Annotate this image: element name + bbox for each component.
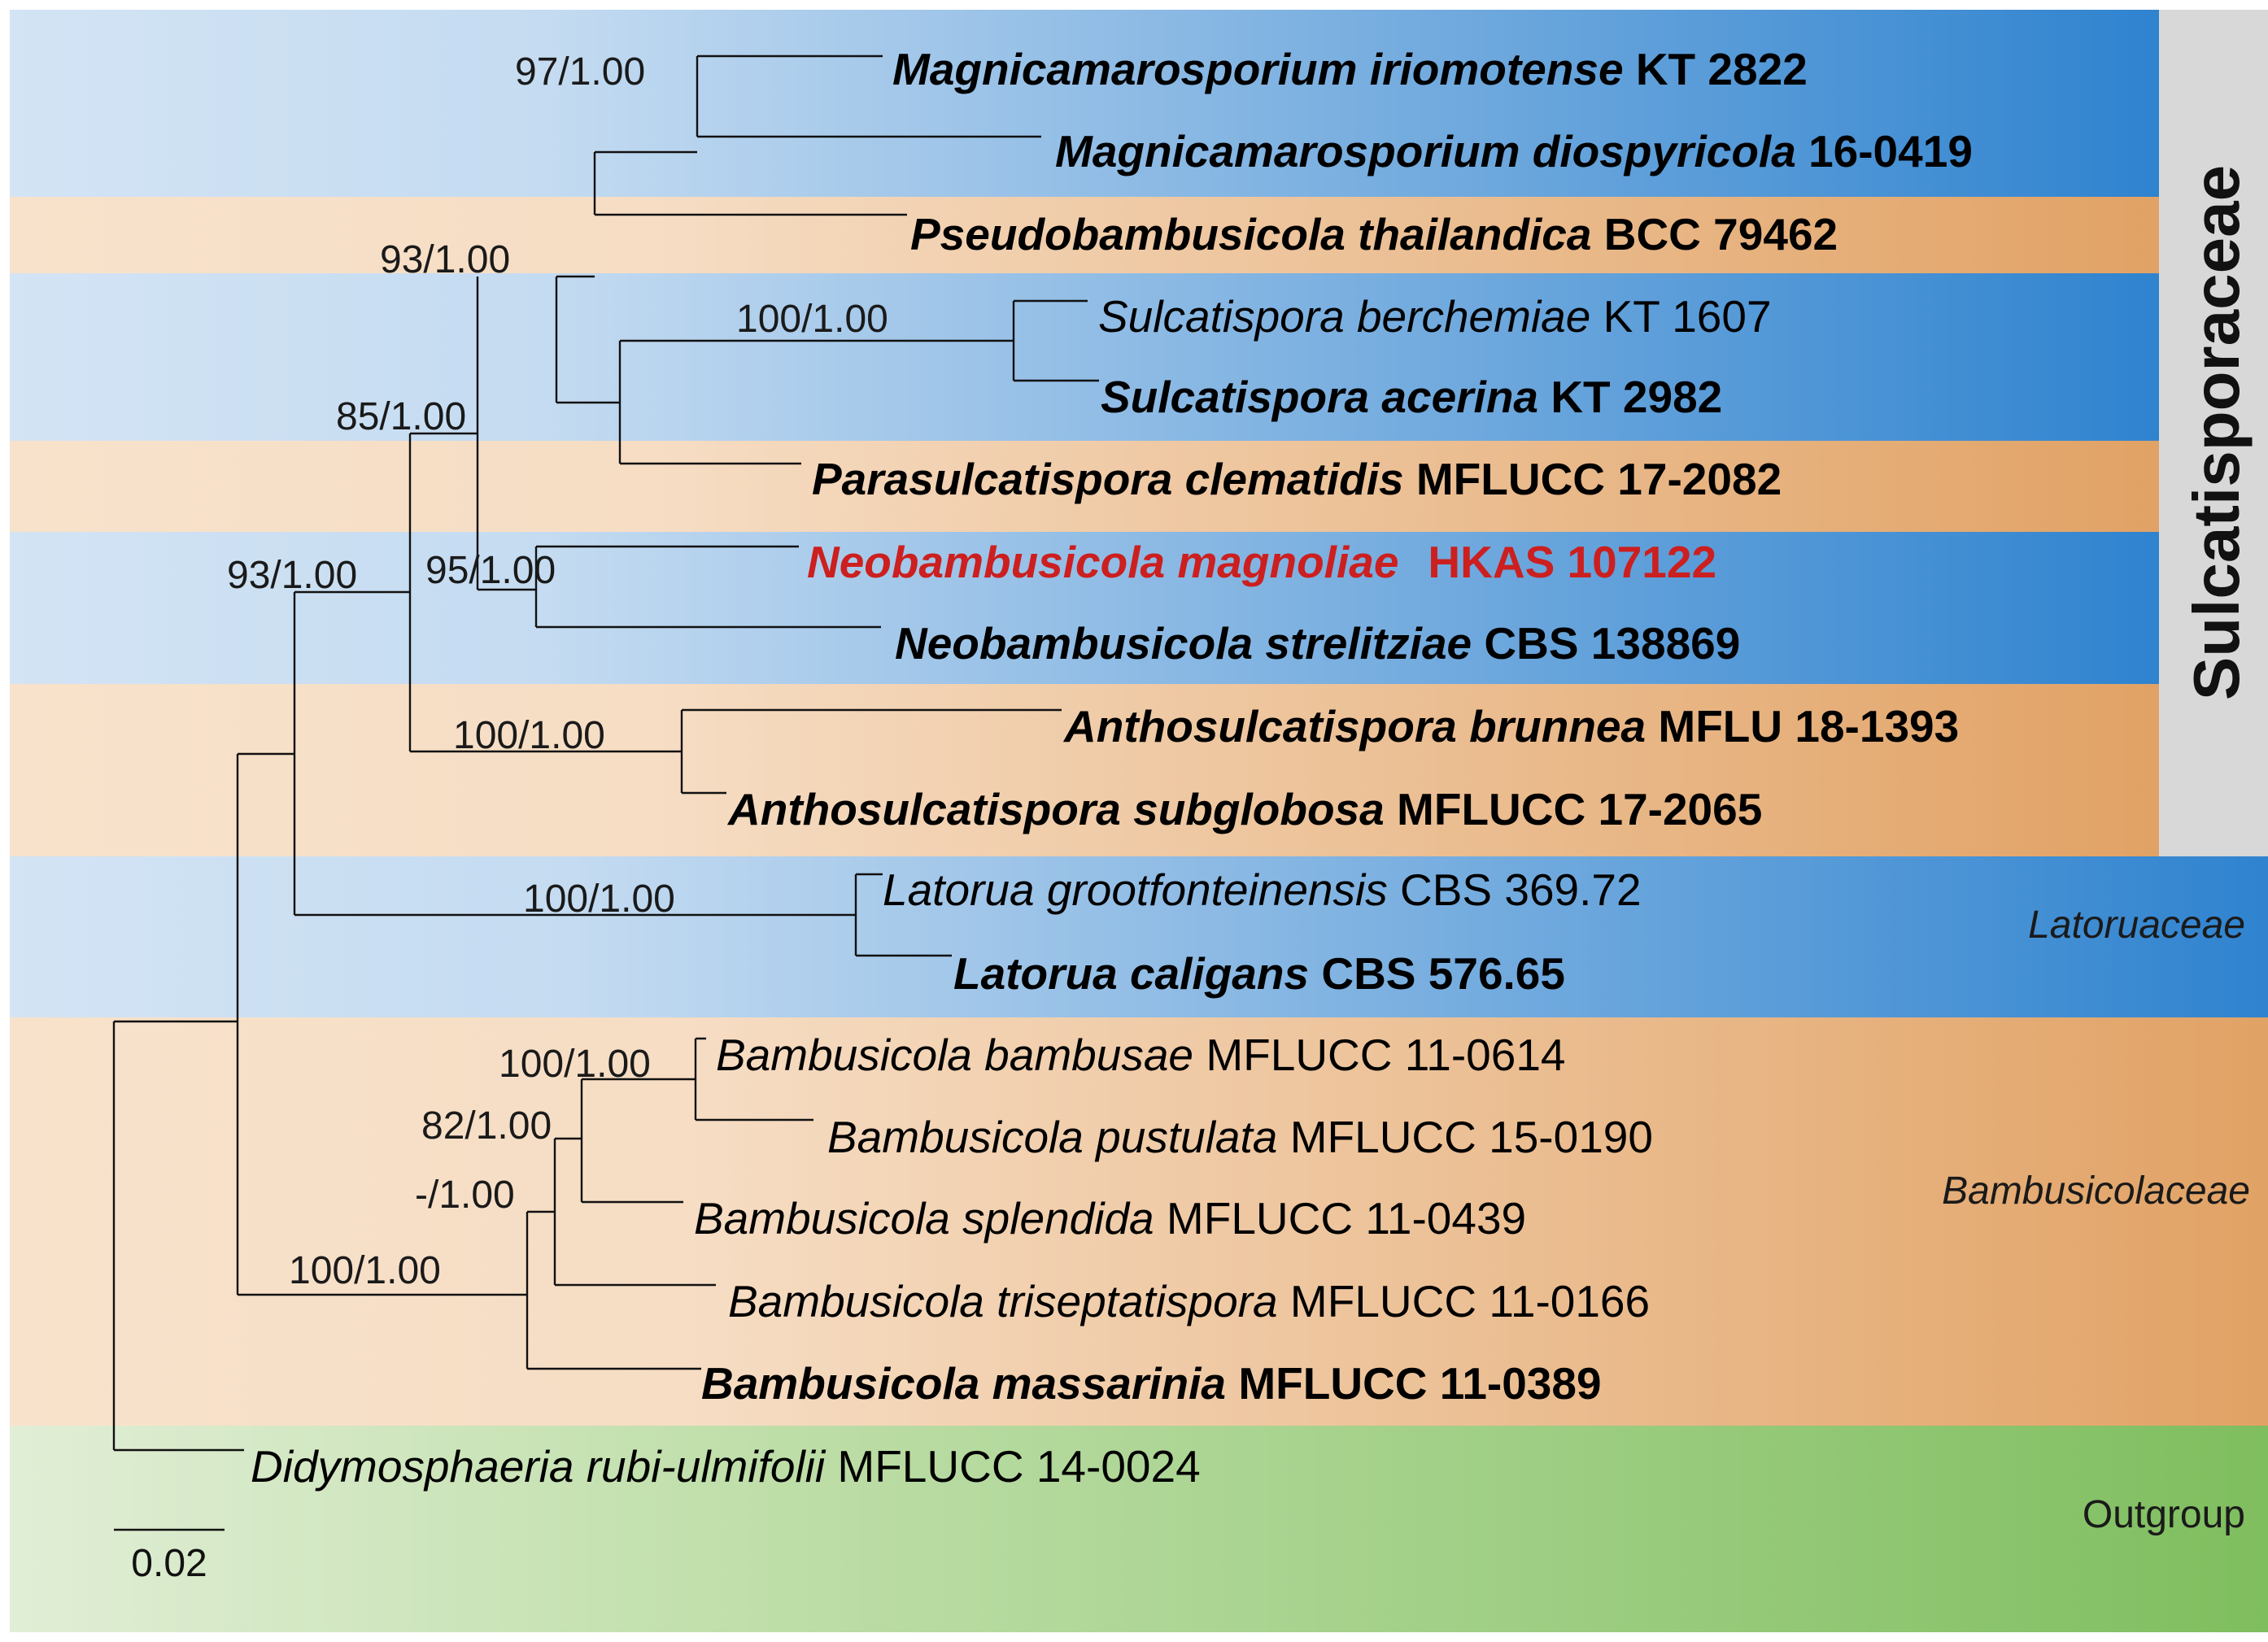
- band-sulcatispora: [10, 273, 2159, 441]
- taxon-binomial: Bambusicola massarinia: [701, 1358, 1226, 1409]
- scale-bar-label: 0.02: [131, 1542, 207, 1585]
- branch-ingroup-node: [236, 752, 527, 1296]
- taxon-binomial: Anthosulcatispora brunnea: [1062, 701, 1646, 751]
- support-bambusicola-82: 82/1.00: [421, 1104, 552, 1148]
- taxon-code: 16-0419: [1808, 126, 1973, 176]
- band-outgroup: [10, 1426, 2268, 1632]
- tree-branches: [112, 54, 1099, 1452]
- taxon-label: Bambusicola massarinia MFLUCC 11-0389: [701, 1358, 1602, 1409]
- taxon-label: Didymosphaeria rubi-ulmifolii MFLUCC 14-…: [251, 1441, 1201, 1492]
- band-anthosulcatispora: [10, 684, 2159, 856]
- taxon-code: MFLUCC 15-0190: [1290, 1112, 1653, 1162]
- taxon-code: HKAS 107122: [1428, 537, 1716, 587]
- taxon-binomial: Sulcatispora acerina: [1101, 372, 1538, 422]
- latoruaceae-label: Latoruaceae: [2028, 904, 2245, 947]
- taxon-label: Pseudobambusicola thailandica BCC 79462: [910, 209, 1838, 259]
- branch-bambusicolaceae-node: [526, 1210, 701, 1370]
- taxon-code: KT 1607: [1603, 291, 1772, 342]
- taxon-code: BCC 79462: [1604, 209, 1838, 259]
- taxon-binomial: Didymosphaeria rubi-ulmifolii: [251, 1441, 827, 1492]
- support-sulcatispora-group: 93/1.00: [380, 238, 510, 281]
- taxon-binomial: Anthosulcatispora subglobosa: [726, 784, 1385, 834]
- taxon-code: MFLUCC 11-0439: [1167, 1193, 1526, 1243]
- branch-magnicamarosporium-node: [696, 54, 1041, 138]
- taxon-code: MFLUCC 17-2082: [1416, 454, 1782, 504]
- taxon-code: MFLUCC 11-0166: [1290, 1276, 1650, 1326]
- taxon-label: Sulcatispora berchemiae KT 1607: [1098, 291, 1772, 342]
- taxon-label: Sulcatispora acerina KT 2982: [1101, 372, 1722, 422]
- taxon-labels: Magnicamarosporium iriomotense KT 2822 M…: [251, 44, 1973, 1492]
- taxon-binomial: Bambusicola pustulata: [827, 1112, 1277, 1162]
- taxon-label: Bambusicola bambusae MFLUCC 11-0614: [716, 1030, 1566, 1080]
- taxon-binomial: Neobambusicola strelitziae: [895, 618, 1472, 669]
- support-magnicamarosporium: 97/1.00: [515, 50, 645, 94]
- taxon-code: MFLUCC 17-2065: [1397, 784, 1762, 834]
- support-anthosulcatispora: 100/1.00: [453, 714, 605, 757]
- taxon-binomial: Neobambusicola magnoliae: [807, 537, 1398, 587]
- taxon-code: CBS 369.72: [1400, 865, 1642, 915]
- taxon-binomial: Pseudobambusicola thailandica: [910, 209, 1591, 259]
- band-bambusicolaceae: [10, 1017, 2268, 1426]
- outgroup-label: Outgroup: [2083, 1493, 2245, 1536]
- taxon-binomial: Bambusicola bambusae: [716, 1030, 1193, 1080]
- taxon-label-highlighted: Neobambusicola magnoliae HKAS 107122: [807, 537, 1716, 587]
- taxon-code: KT 2822: [1636, 44, 1808, 94]
- taxon-label: Anthosulcatispora subglobosa MFLUCC 17-2…: [726, 784, 1762, 834]
- band-magnicamarosporium: [10, 10, 2159, 197]
- taxon-label: Bambusicola splendida MFLUCC 11-0439: [694, 1193, 1526, 1243]
- taxon-code: MFLU 18-1393: [1658, 701, 1959, 751]
- branch-root-node: [112, 1020, 244, 1452]
- taxon-binomial: Bambusicola splendida: [694, 1193, 1154, 1243]
- support-values: 97/1.00 93/1.00 100/1.00 85/1.00 95/1.00…: [227, 50, 888, 1292]
- branch-neobambusicola-node: [534, 545, 881, 629]
- taxon-binomial: Bambusicola triseptatispora: [728, 1276, 1278, 1326]
- taxon-binomial: Magnicamarosporium diospyricola: [1055, 126, 1796, 176]
- band-neobambusicola: [10, 532, 2159, 684]
- taxon-label: Magnicamarosporium diospyricola 16-0419: [1055, 126, 1973, 176]
- band-parasulcatispora: [10, 441, 2159, 532]
- band-pseudobambusicola: [10, 197, 2159, 273]
- taxon-binomial: Magnicamarosporium iriomotense: [892, 44, 1624, 94]
- support-sulcatisporaceae-latoruaceae: 93/1.00: [227, 554, 357, 597]
- branch-93-node: [555, 275, 620, 404]
- taxon-label: Bambusicola triseptatispora MFLUCC 11-01…: [728, 1276, 1650, 1326]
- support-bambusicola-dash: -/1.00: [415, 1174, 515, 1217]
- taxon-binomial: Parasulcatispora clematidis: [812, 454, 1404, 504]
- taxon-binomial: Latorua grootfonteinensis: [883, 865, 1388, 915]
- sulcatisporaceae-label: Sulcatisporaceae: [2180, 165, 2253, 700]
- taxon-binomial: Sulcatispora berchemiae: [1098, 291, 1590, 342]
- taxon-label: Neobambusicola strelitziae CBS 138869: [895, 618, 1740, 669]
- clade-bands: [10, 10, 2268, 1632]
- band-latoruaceae: [10, 856, 2268, 1017]
- family-labels: Sulcatisporaceae Latoruaceae Bambusicola…: [1942, 165, 2253, 1536]
- taxon-binomial: Latorua caligans: [953, 948, 1309, 999]
- taxon-code: MFLUCC 11-0614: [1206, 1030, 1565, 1080]
- support-bambusicola-inner: 100/1.00: [499, 1043, 651, 1086]
- taxon-label: Magnicamarosporium iriomotense KT 2822: [892, 44, 1808, 94]
- support-neobambusicola: 95/1.00: [425, 549, 556, 592]
- taxon-label: Anthosulcatispora brunnea MFLU 18-1393: [1062, 701, 1959, 751]
- support-latorua: 100/1.00: [523, 878, 675, 921]
- taxon-code: CBS 138869: [1484, 618, 1740, 669]
- taxon-label: Latorua grootfonteinensis CBS 369.72: [883, 865, 1642, 915]
- branch-bambusicola-82-node: [580, 1078, 696, 1204]
- branch-magni-pseudo-node: [593, 150, 907, 216]
- taxon-code: MFLUCC 14-0024: [837, 1441, 1200, 1492]
- support-core-clade: 85/1.00: [336, 395, 466, 438]
- support-sulcatispora: 100/1.00: [736, 298, 888, 341]
- scale-bar: 0.02: [114, 1528, 225, 1585]
- taxon-code: MFLUCC 11-0389: [1238, 1358, 1601, 1409]
- support-bambusicolaceae: 100/1.00: [289, 1249, 441, 1292]
- bambusicolaceae-label: Bambusicolaceae: [1942, 1169, 2250, 1213]
- taxon-code: KT 2982: [1551, 372, 1722, 422]
- taxon-label: Latorua caligans CBS 576.65: [953, 948, 1565, 999]
- sulcatisporaceae-sidebar: [2159, 10, 2268, 856]
- taxon-label: Parasulcatispora clematidis MFLUCC 17-20…: [812, 454, 1782, 504]
- taxon-code: CBS 576.65: [1321, 948, 1565, 999]
- taxon-label: Bambusicola pustulata MFLUCC 15-0190: [827, 1112, 1653, 1162]
